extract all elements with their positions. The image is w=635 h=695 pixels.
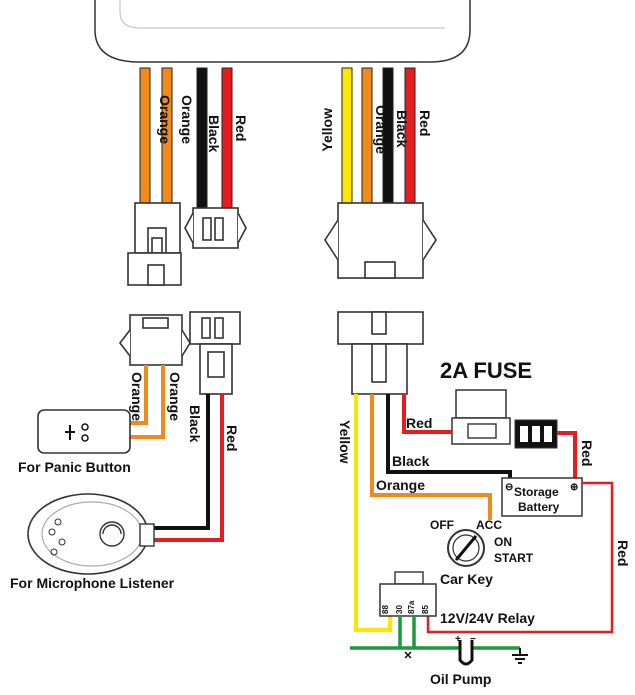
- power-connector-top: [324, 202, 437, 279]
- microphone-icon: [27, 493, 155, 575]
- oil-pump-circuit: [350, 616, 520, 659]
- black-wire-to-battery: [386, 394, 512, 478]
- battery-neg: ⊖: [505, 482, 513, 493]
- mic-wires: [150, 394, 224, 542]
- wire-label-orange-3: Orange: [373, 105, 389, 154]
- yellow-wire-to-relay: [354, 394, 392, 632]
- red-fuse-label: Red: [406, 415, 432, 431]
- panic-wire-label-2: Orange: [167, 372, 183, 421]
- relay-label: 12V/24V Relay: [440, 610, 535, 626]
- relay-pin-87a: 87a: [407, 600, 416, 614]
- mic-wire-label-black: Black: [187, 405, 203, 443]
- wire-label-orange-1: Orange: [157, 95, 173, 144]
- battery-label-line2: Battery: [518, 500, 560, 514]
- svg-text:−: −: [470, 634, 476, 645]
- relay-pin-88: 88: [381, 605, 390, 614]
- wire-label-orange-2: Orange: [179, 95, 195, 144]
- panic-button-icon: [37, 409, 131, 454]
- red-battery-label: Red: [579, 440, 595, 466]
- relay-pin-30: 30: [395, 605, 404, 614]
- black-battery-label: Black: [392, 453, 430, 469]
- battery-label-line1: Storage: [514, 485, 559, 499]
- key-start-label: START: [494, 551, 534, 565]
- red-wire-to-fuse: [402, 394, 452, 434]
- wire-label-yellow: Yellow: [319, 108, 335, 152]
- panic-button-label: For Panic Button: [18, 459, 131, 475]
- key-off-label: OFF: [430, 518, 454, 532]
- mic-wire-label-red: Red: [224, 425, 240, 451]
- battery-icon: [501, 477, 583, 517]
- car-key-icon: [447, 529, 485, 567]
- key-on-label: ON: [494, 535, 512, 549]
- panic-wires: [130, 365, 165, 439]
- panic-connector-top: [127, 202, 182, 286]
- gps-device-inner: [119, 0, 445, 29]
- battery-pos: ⊕: [570, 482, 578, 493]
- car-key-label: Car Key: [440, 571, 493, 587]
- oil-pump-icon: + −: [455, 634, 476, 666]
- panic-connector-bottom: [118, 314, 191, 366]
- panic-wire-label-1: Orange: [129, 372, 145, 421]
- wire-label-red-2: Red: [417, 110, 433, 136]
- red-relay-label: Red: [615, 540, 631, 566]
- wire-label-black-2: Black: [394, 110, 410, 148]
- gps-device-body: [94, 0, 471, 63]
- orange-acc-label: Orange: [376, 477, 425, 493]
- wire-label-black: Black: [206, 115, 222, 153]
- yellow-relay-label: Yellow: [337, 420, 353, 464]
- relay-pin-85: 85: [421, 605, 430, 614]
- svg-text:+: +: [455, 634, 461, 645]
- relay-icon: [379, 571, 437, 617]
- power-connector-bottom: [337, 311, 424, 395]
- oil-pump-label: Oil Pump: [430, 671, 491, 687]
- wire-label-red: Red: [233, 115, 249, 141]
- microphone-label: For Microphone Listener: [10, 575, 175, 591]
- red-wire-fuse-to-battery: [557, 431, 577, 478]
- mic-connector-top: [184, 207, 247, 249]
- mic-connector-bottom: [189, 311, 241, 395]
- orange-wire-to-acc: [370, 394, 492, 520]
- red-wire-battery-to-relay: [426, 481, 614, 634]
- fuse-label: 2A FUSE: [440, 358, 532, 383]
- ground-icon: [512, 648, 528, 664]
- key-acc-label: ACC: [476, 518, 502, 532]
- fuse-icon: [451, 389, 558, 449]
